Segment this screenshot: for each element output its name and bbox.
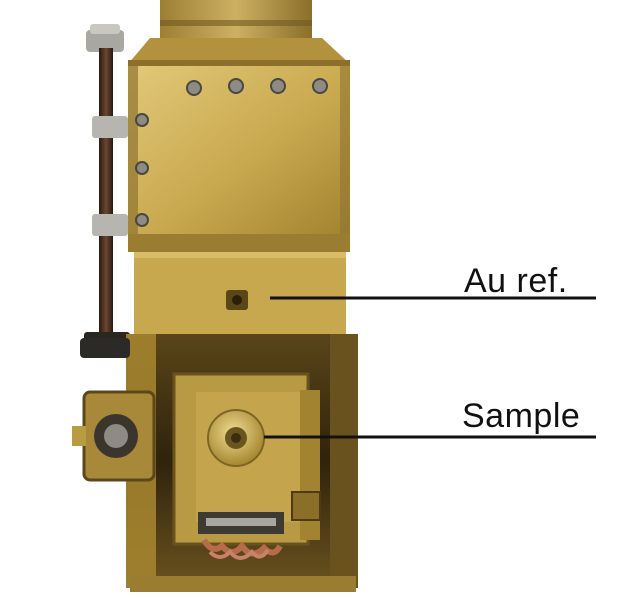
top-cylinder xyxy=(160,0,312,44)
collar xyxy=(128,38,350,64)
base xyxy=(130,576,356,592)
au-reference-plate xyxy=(128,234,350,334)
adjustment-rod xyxy=(84,24,130,346)
gear-wheel xyxy=(72,338,156,482)
upper-brass-block xyxy=(128,66,350,234)
sample-label: Sample xyxy=(462,397,581,435)
bottom-clamp xyxy=(198,512,284,560)
au-ref-label: Au ref. xyxy=(464,262,568,300)
